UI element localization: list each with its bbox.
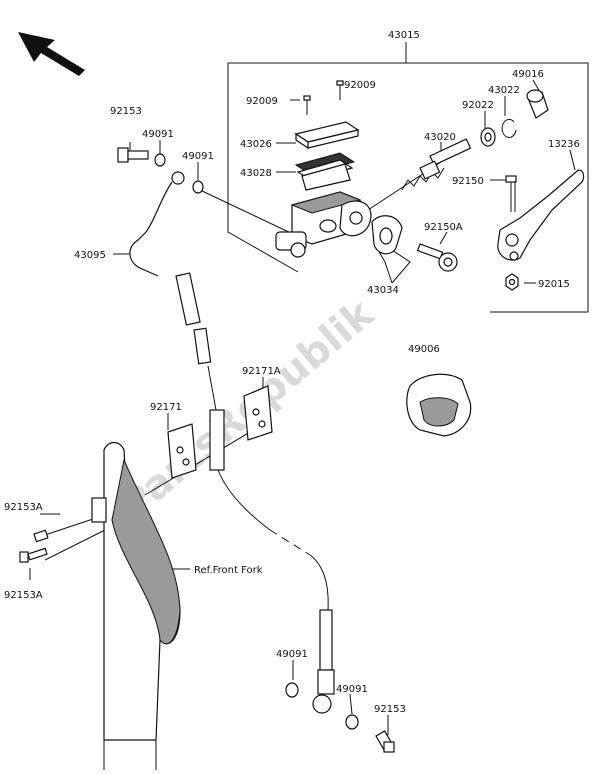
label-92153A-lower: 92153A <box>4 590 43 601</box>
banjo-bolt-92153-top <box>117 147 204 194</box>
label-92171A: 92171A <box>242 366 281 377</box>
label-43026: 43026 <box>240 139 272 150</box>
screw-92009-left <box>303 95 311 115</box>
front-fork-guard <box>91 441 181 770</box>
label-92022: 92022 <box>462 100 494 111</box>
label-49091-b: 49091 <box>182 151 214 162</box>
brake-hose-43095 <box>129 171 225 471</box>
label-43028: 43028 <box>240 168 272 179</box>
label-92009-left: 92009 <box>246 96 278 107</box>
label-49091-d: 49091 <box>336 684 368 695</box>
front-direction-arrow-icon <box>18 32 85 76</box>
label-43015: 43015 <box>388 30 420 41</box>
boot-49016 <box>526 89 549 119</box>
label-92015: 92015 <box>538 279 570 290</box>
label-43020: 43020 <box>424 132 456 143</box>
bolt-92153A-upper <box>33 529 49 543</box>
label-ref-front-fork: Ref.Front Fork <box>194 565 263 576</box>
hose-clamp-92171A <box>243 385 273 441</box>
label-92150: 92150 <box>452 176 484 187</box>
label-43095: 43095 <box>74 250 106 261</box>
label-92153-bottom: 92153 <box>374 704 406 715</box>
assembly-box-43015 <box>227 42 589 313</box>
screw-92009-right <box>336 80 344 100</box>
bolt-92150A <box>416 243 458 272</box>
label-49006: 49006 <box>408 344 440 355</box>
lever-13236 <box>497 169 585 261</box>
bolt-92153A-lower <box>19 547 48 563</box>
label-43034: 43034 <box>367 285 399 296</box>
leader-lines <box>29 79 576 735</box>
label-92009-right: 92009 <box>344 80 376 91</box>
master-cylinder-body <box>275 191 372 258</box>
label-92171: 92171 <box>150 402 182 413</box>
part-labels: 43015 92009 92009 49016 43022 92022 4302… <box>4 30 580 715</box>
label-43022: 43022 <box>488 85 520 96</box>
diaphragm-43028 <box>294 152 356 191</box>
lower-hose-fitting <box>285 609 395 753</box>
label-49091-a: 49091 <box>142 129 174 140</box>
nut-92015 <box>505 273 519 291</box>
label-92153-top: 92153 <box>110 106 142 117</box>
label-92150A: 92150A <box>424 222 463 233</box>
label-49016: 49016 <box>512 69 544 80</box>
label-13236: 13236 <box>548 139 580 150</box>
piston-assembly-43020 <box>401 138 472 191</box>
washer-92022 <box>480 127 496 147</box>
clamp-43034 <box>371 215 403 255</box>
reservoir-cap-43026 <box>294 121 360 150</box>
label-92153A-upper: 92153A <box>4 502 43 513</box>
hose-clamp-92171 <box>167 423 197 479</box>
pivot-bolt-92150 <box>505 175 517 212</box>
label-49091-c: 49091 <box>276 649 308 660</box>
circlip-43022 <box>501 118 517 138</box>
cover-49006 <box>406 373 472 437</box>
